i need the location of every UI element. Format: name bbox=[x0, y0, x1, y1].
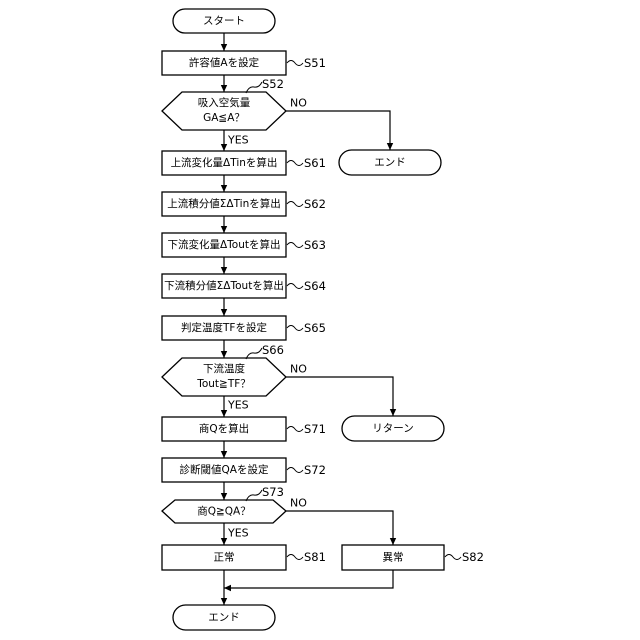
decision-s73-line1: 商Q≧QA？ bbox=[197, 505, 251, 518]
decision-s52-line1: 吸入空気量 bbox=[198, 96, 251, 109]
step-label-s52: S52 bbox=[262, 77, 284, 91]
decision-s66: 下流温度 Tout≧TF？ bbox=[162, 358, 286, 396]
process-s61-label: 上流変化量ΔTinを算出 bbox=[171, 156, 278, 169]
process-s71-label: 商Qを算出 bbox=[199, 422, 249, 435]
terminal-end-bottom: エンド bbox=[173, 605, 275, 630]
yes-label-s66: YES bbox=[227, 399, 249, 412]
process-s65-label: 判定温度TFを設定 bbox=[181, 321, 267, 334]
process-s71: 商Qを算出 bbox=[162, 417, 286, 441]
process-s51-label: 許容値Aを設定 bbox=[189, 56, 260, 69]
process-s61: 上流変化量ΔTinを算出 bbox=[162, 151, 286, 175]
no-label-s52: NO bbox=[290, 97, 307, 110]
step-label-s73: S73 bbox=[262, 485, 284, 499]
yes-label-s52: YES bbox=[227, 134, 249, 147]
terminal-end-top: エンド bbox=[339, 150, 441, 175]
process-s63-label: 下流変化量ΔToutを算出 bbox=[167, 238, 280, 251]
process-s72: 診断閾値QAを設定 bbox=[162, 458, 286, 482]
terminal-end-bottom-label: エンド bbox=[208, 612, 240, 624]
process-s51: 許容値Aを設定 bbox=[162, 51, 286, 75]
terminal-return: リターン bbox=[342, 416, 444, 441]
no-label-s73: NO bbox=[290, 497, 307, 510]
decision-s66-line1: 下流温度 bbox=[203, 362, 245, 375]
yes-label-s73: YES bbox=[227, 527, 249, 540]
process-s64-label: 下流積分値ΣΔToutを算出 bbox=[164, 279, 284, 292]
step-label-s72: S72 bbox=[304, 463, 326, 477]
step-labels: S51 S52 S61 S62 S63 S64 S65 S66 S71 S72 … bbox=[246, 56, 484, 564]
terminal-end-top-label: エンド bbox=[374, 157, 406, 169]
process-s63: 下流変化量ΔToutを算出 bbox=[162, 233, 286, 257]
process-s62-label: 上流積分値ΣΔTinを算出 bbox=[167, 197, 280, 210]
terminal-start: スタート bbox=[173, 9, 275, 33]
no-label-s66: NO bbox=[290, 363, 307, 376]
step-label-s66: S66 bbox=[262, 343, 284, 357]
process-s82: 異常 bbox=[342, 545, 444, 570]
process-s72-label: 診断閾値QAを設定 bbox=[180, 463, 269, 476]
step-label-s71: S71 bbox=[304, 422, 326, 436]
step-label-s63: S63 bbox=[304, 238, 326, 252]
process-s82-label: 異常 bbox=[383, 551, 404, 564]
step-label-s64: S64 bbox=[304, 279, 326, 293]
terminal-start-label: スタート bbox=[203, 15, 245, 27]
process-s81: 正常 bbox=[162, 545, 286, 570]
decision-s52-line2: GA≦A？ bbox=[203, 112, 245, 124]
terminal-return-label: リターン bbox=[372, 423, 413, 435]
process-s81-label: 正常 bbox=[214, 551, 235, 564]
decision-s52: 吸入空気量 GA≦A？ bbox=[162, 92, 286, 130]
decision-s66-line2: Tout≧TF？ bbox=[196, 378, 251, 390]
step-label-s82: S82 bbox=[462, 550, 484, 564]
process-s64: 下流積分値ΣΔToutを算出 bbox=[162, 274, 286, 298]
step-label-s51: S51 bbox=[304, 56, 326, 70]
process-s65: 判定温度TFを設定 bbox=[162, 316, 286, 340]
step-label-s61: S61 bbox=[304, 156, 326, 170]
step-label-s81: S81 bbox=[304, 550, 326, 564]
process-s62: 上流積分値ΣΔTinを算出 bbox=[162, 192, 286, 216]
step-label-s62: S62 bbox=[304, 197, 326, 211]
decision-s73: 商Q≧QA？ bbox=[162, 500, 286, 523]
step-label-s65: S65 bbox=[304, 321, 326, 335]
